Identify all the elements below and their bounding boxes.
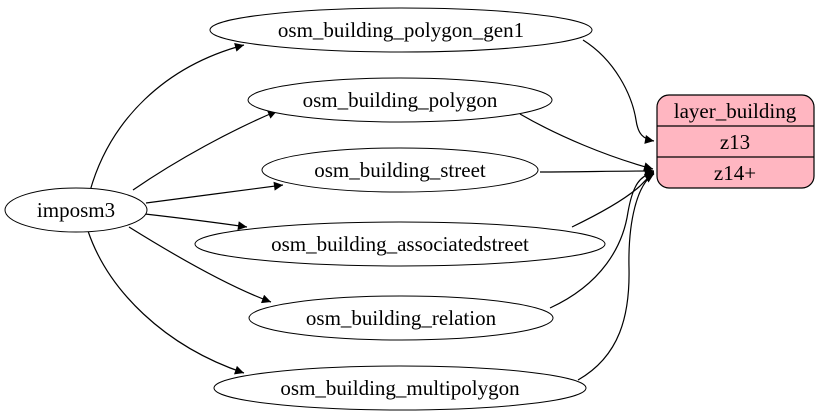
osm_building_associatedstreet-label: osm_building_associatedstreet [271,232,529,256]
edge-group-source-to-tables [87,42,284,375]
node-osm_building_street: osm_building_street [261,147,539,193]
osm_building_multipolygon-label: osm_building_multipolygon [280,376,520,400]
edge-osm_building_relation-to-z14 [549,170,655,309]
layer_building-title: layer_building [674,99,797,123]
node-osm_building_relation: osm_building_relation [248,295,554,341]
node-osm_building_polygon: osm_building_polygon [247,77,553,123]
osm_building_associatedstreet-ellipse [194,221,606,267]
node-osm_building_associatedstreet: osm_building_associatedstreet [194,221,606,267]
node-osm_building_polygon_gen1: osm_building_polygon_gen1 [209,7,593,53]
edge-osm_building_polygon-to-z14 [519,113,654,172]
osm_building_street-ellipse [261,147,539,193]
edge-imposm3-to-osm_building_multipolygon [87,230,245,375]
osm_building_multipolygon-ellipse [213,365,587,411]
edge-imposm3-to-osm_building_polygon_gen1 [89,42,245,192]
layer_building-row-z13: z13 [720,130,750,154]
osm_building_polygon_gen1-ellipse [209,7,593,53]
osm_building_street-label: osm_building_street [314,158,486,182]
edge-osm_building_associatedstreet-to-z14 [571,172,655,228]
node-imposm3: imposm3 [4,187,148,233]
edge-osm_building_polygon_gen1-to-z13 [582,39,655,144]
edge-group-tables-to-layer [519,39,655,381]
edge-imposm3-to-osm_building_street [145,181,284,204]
layer_building-row-z14: z14+ [714,161,756,185]
osm_building_polygon_gen1-label: osm_building_polygon_gen1 [278,18,524,42]
edge-imposm3-to-osm_building_polygon [132,110,278,191]
osm_building_polygon-label: osm_building_polygon [303,88,498,112]
osm_building_relation-ellipse [248,295,554,341]
imposm3-ellipse [4,187,148,233]
osm_building_polygon-ellipse [247,77,553,123]
node-osm_building_multipolygon: osm_building_multipolygon [213,365,587,411]
edge-osm_building_multipolygon-to-z14 [577,173,655,381]
edge-imposm3-to-osm_building_relation [128,226,272,304]
edge-osm_building_street-to-z14 [539,166,655,176]
edge-imposm3-to-osm_building_associatedstreet [144,213,248,231]
osm_building_relation-label: osm_building_relation [306,306,497,330]
node-layer_building: layer_building z13 z14+ [656,94,815,189]
layer_building-record-box [656,94,815,189]
imposm3-label: imposm3 [37,198,115,222]
